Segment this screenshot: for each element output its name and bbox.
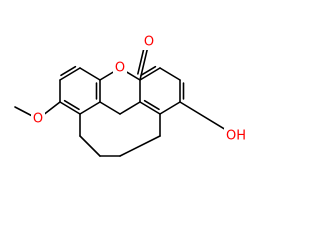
methoxy-oxygen-mask — [31, 111, 45, 127]
r-g — [139, 101, 161, 115]
bond-lines — [14, 41, 237, 157]
c-o — [139, 67, 161, 81]
arom-r-g — [143, 99, 160, 111]
o-p — [159, 67, 181, 81]
arom-c-o — [140, 65, 157, 77]
hydroxyl-label: OH — [226, 129, 246, 144]
ring-oxygen-mask — [113, 60, 127, 76]
arom-j-k — [63, 99, 80, 111]
atom-labels: O O O OH — [31, 34, 248, 144]
q-r — [159, 101, 181, 115]
carbonyl-oxygen-label: O — [144, 35, 154, 50]
chemical-structure: O O O OH — [14, 34, 248, 157]
k-e — [79, 101, 101, 115]
n-s — [119, 135, 161, 157]
f-g — [119, 101, 141, 115]
ring-oxygen-label: O — [115, 61, 125, 76]
j-k — [59, 101, 81, 115]
e-f — [99, 101, 121, 115]
methoxy-oxygen-label: O — [33, 112, 43, 127]
h-i — [59, 67, 81, 81]
b-h — [79, 67, 101, 81]
arom-h-i — [60, 65, 77, 77]
l-m — [79, 135, 101, 157]
carbonyl-bond-second — [137, 45, 146, 75]
carbonyl-oxygen-mask — [142, 34, 156, 50]
hydroxyl-mask — [224, 128, 248, 144]
